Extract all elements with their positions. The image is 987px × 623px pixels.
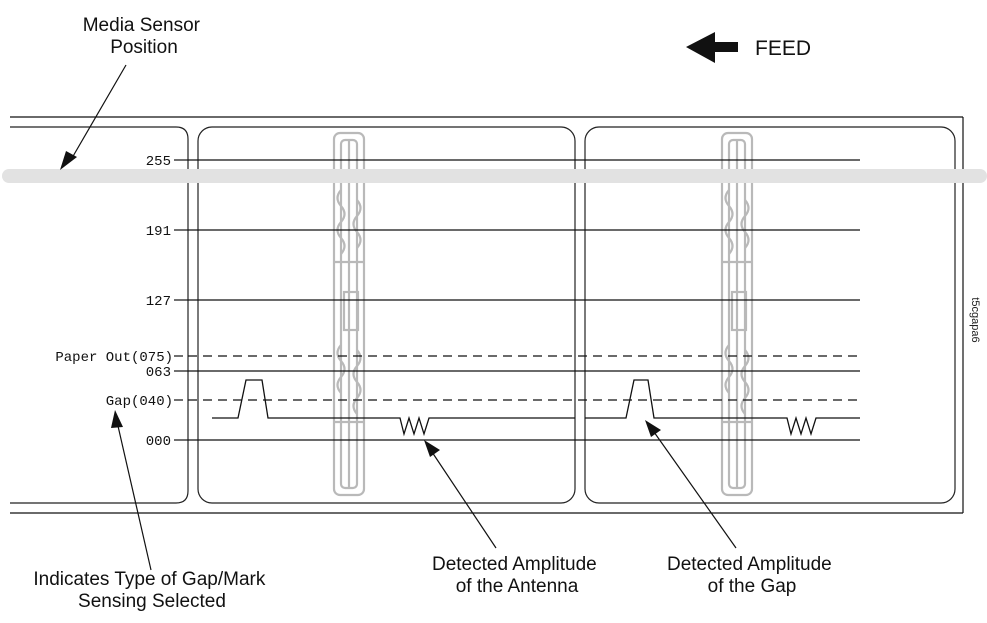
gap-amplitude-label: Detected Amplitude of the Gap [667, 554, 837, 597]
level-lines [188, 159, 860, 441]
tick-label: Gap(040) [106, 394, 173, 410]
rfid-antenna-inlay [332, 131, 366, 497]
signal-trace-label-2 [585, 379, 860, 437]
label-1 [197, 126, 576, 504]
media-sensor-position-label: Media Sensor Position [83, 15, 206, 58]
tick-label: 127 [146, 294, 171, 310]
signal-trace-label-1 [212, 379, 575, 437]
label-2 [584, 126, 956, 504]
tick-labels: 255 191 127 Paper Out(075) 063 Gap(040) … [55, 154, 188, 450]
arrow-left-icon [686, 32, 738, 63]
callout-arrows [60, 64, 737, 571]
sensing-type-label: Indicates Type of Gap/Mark Sensing Selec… [33, 569, 270, 612]
tick-label: 255 [146, 154, 171, 170]
rfid-antenna-inlay [720, 131, 754, 497]
label-left-partial [10, 126, 189, 504]
antenna-amplitude-label: Detected Amplitude of the Antenna [432, 554, 602, 597]
figure-id: t5cgapa6 [969, 297, 981, 342]
tick-label: 063 [146, 365, 171, 381]
media-sensor-bar [2, 169, 987, 183]
feed-label: FEED [755, 37, 811, 60]
tick-label: 000 [146, 434, 171, 450]
tick-label: 191 [146, 224, 171, 240]
tick-label: Paper Out(075) [55, 350, 173, 366]
